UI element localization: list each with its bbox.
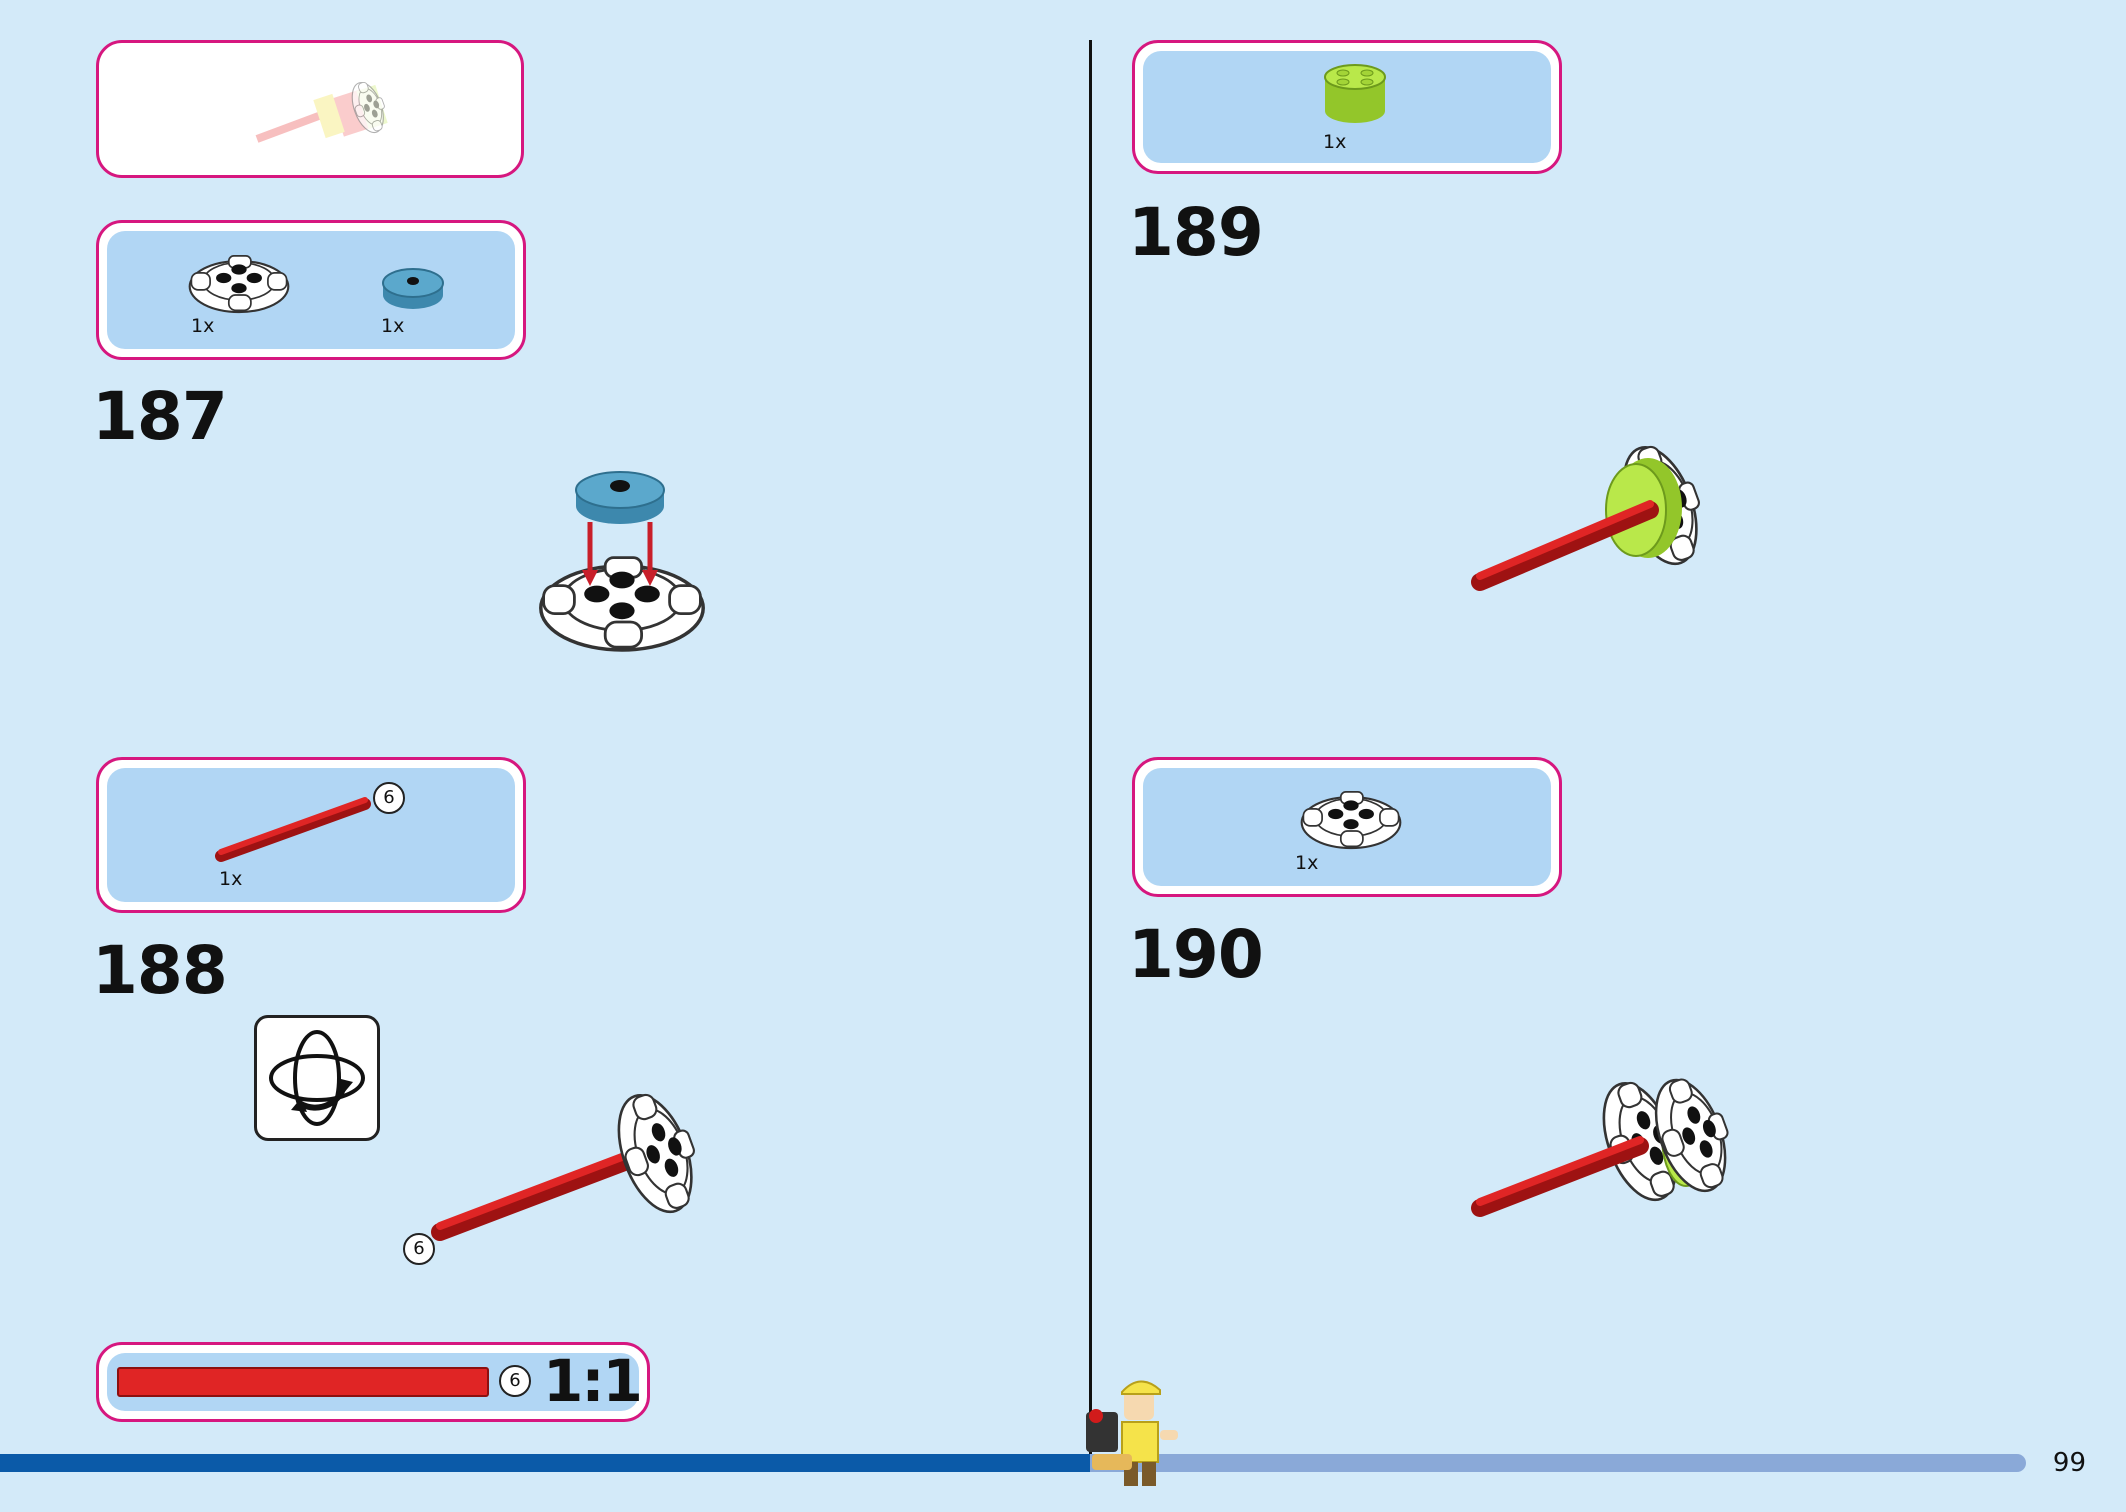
scale-ratio: 1:1 xyxy=(543,1347,643,1415)
lime-round-brick-icon xyxy=(1324,64,1386,123)
step-189-assembly-illustration xyxy=(1471,434,1718,591)
builder-mascot-icon xyxy=(1086,1380,1178,1486)
step-number-188: 188 xyxy=(92,932,228,1009)
white-wheel-hub-icon xyxy=(188,254,290,314)
axle-length-badge: 6 xyxy=(373,782,405,814)
step-number-189: 189 xyxy=(1128,194,1264,271)
white-wheel-hub-icon xyxy=(1300,790,1402,850)
axle-scale-box: 6 1:1 xyxy=(96,1342,650,1422)
axle-length-badge: 6 xyxy=(499,1365,531,1397)
faded-assembly-preview xyxy=(255,76,393,143)
parts-box-step-190: 1x xyxy=(1132,757,1562,897)
page-divider xyxy=(1089,40,1092,1460)
red-axle-icon xyxy=(215,797,371,862)
rotate-model-icon xyxy=(254,1015,380,1141)
step-190-assembly-illustration xyxy=(1471,1067,1746,1217)
part-qty: 1x xyxy=(191,315,215,337)
part-qty: 1x xyxy=(219,868,243,890)
part-qty: 1x xyxy=(1323,131,1347,153)
step-188-assembly-illustration xyxy=(431,1082,713,1241)
page-number: 99 xyxy=(2052,1448,2086,1478)
step-number-190: 190 xyxy=(1128,916,1264,993)
red-axle-scale-bar xyxy=(117,1367,489,1397)
part-qty: 1x xyxy=(1295,852,1319,874)
part-qty: 1x xyxy=(381,315,405,337)
parts-box-step-189: 1x xyxy=(1132,40,1562,174)
blue-round-tile-icon xyxy=(382,268,444,309)
parts-box-step-187: 1x 1x xyxy=(96,220,526,360)
footer-bar-right xyxy=(1090,1454,2026,1472)
assembly-preview-box xyxy=(96,40,524,178)
footer-bar-left xyxy=(0,1454,1090,1472)
parts-box-step-188: 6 1x xyxy=(96,757,526,913)
axle-length-badge: 6 xyxy=(403,1233,435,1265)
step-number-187: 187 xyxy=(92,378,228,455)
step-187-assembly-illustration xyxy=(539,471,705,652)
